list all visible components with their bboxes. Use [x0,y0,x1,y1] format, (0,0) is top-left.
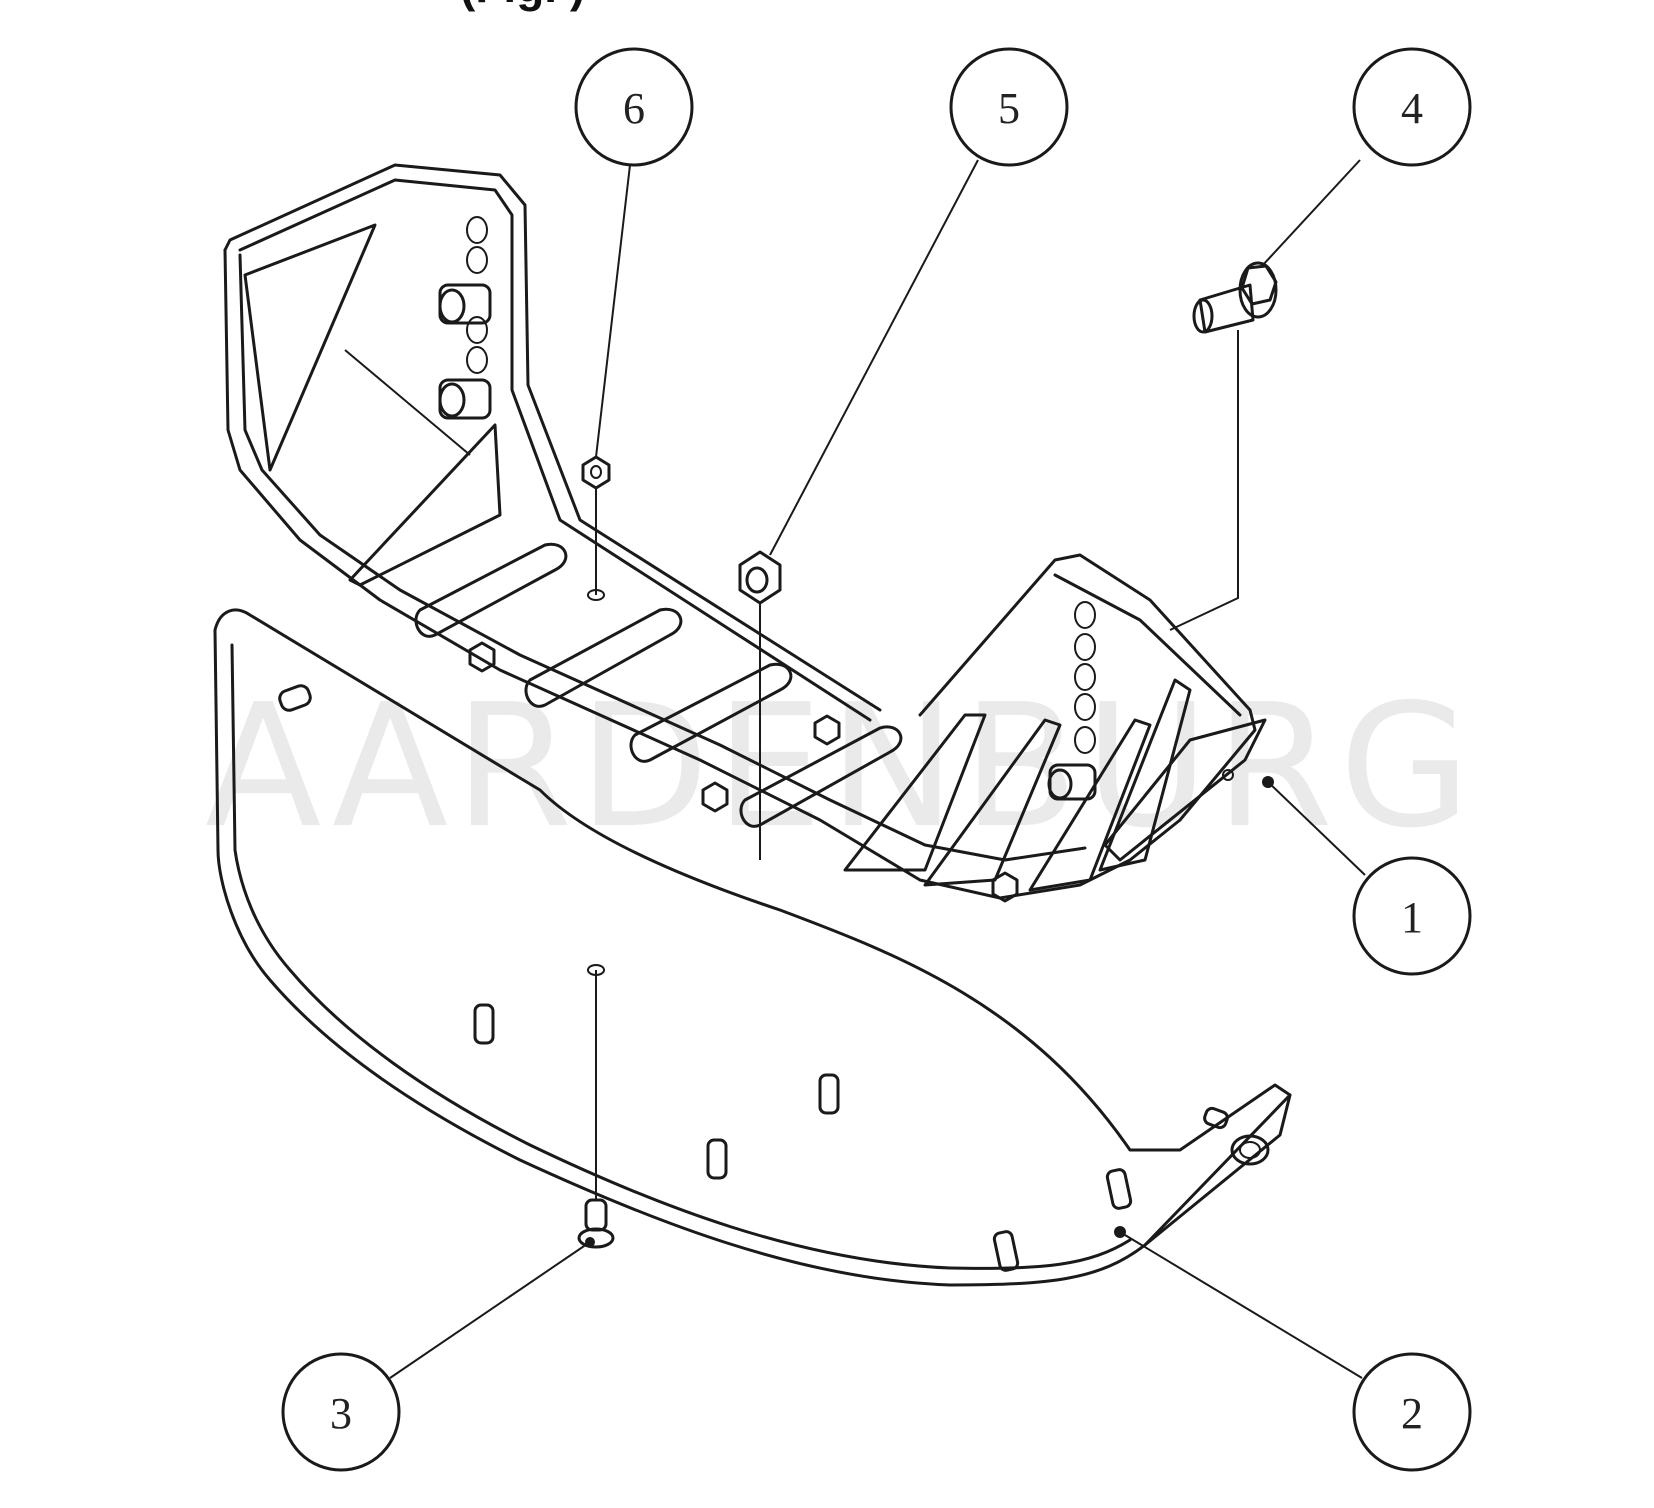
svg-text:3: 3 [330,1389,352,1438]
skid-studs [278,684,1229,1272]
large-nut [738,550,782,860]
callout-3: 3 [281,1352,401,1472]
carriage-bolt [577,970,615,1249]
flange-bolt [1169,261,1278,631]
callout-4: 4 [1352,47,1472,167]
callout-2: 2 [1352,1352,1472,1472]
svg-text:4: 4 [1401,84,1423,133]
frame-studs [438,283,1097,801]
svg-text:2: 2 [1401,1389,1423,1438]
frame-nuts [468,641,1019,903]
skid-plate [213,608,1292,1287]
frame-holes-right [1074,601,1096,754]
svg-text:1: 1 [1401,893,1423,942]
main-frame [223,163,1267,903]
watermark: AARDENBURG [205,668,1477,866]
callout-5: 5 [949,47,1069,167]
svg-text:6: 6 [623,84,645,133]
frame-holes-left [466,216,488,374]
callout-leaders [389,159,1366,1379]
figure-title-partial: (Fig. ) [460,0,585,12]
svg-text:5: 5 [998,84,1020,133]
callout-6: 6 [574,47,694,167]
callout-1: 1 [1352,856,1472,976]
